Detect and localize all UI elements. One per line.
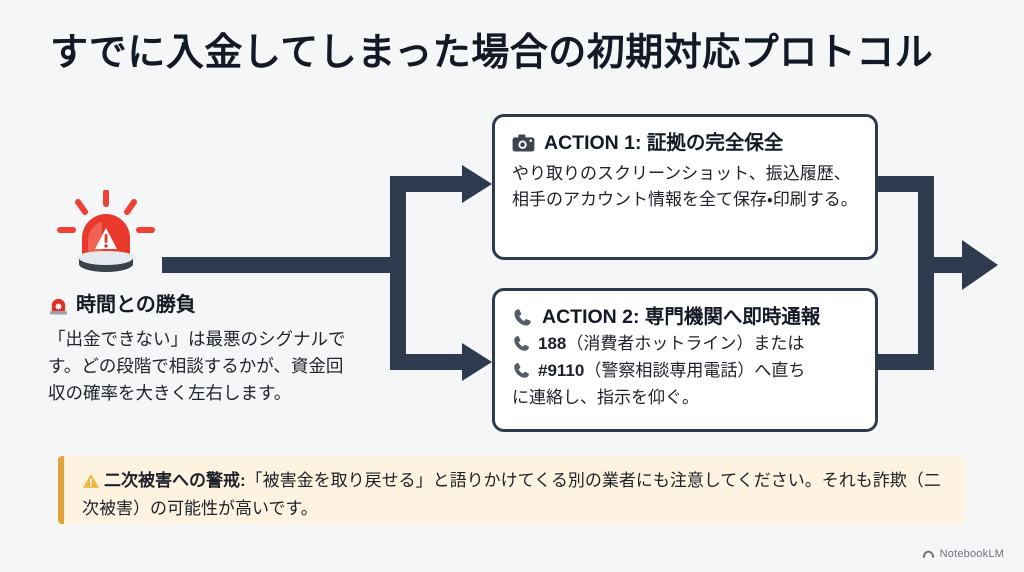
branch-down-arrowhead <box>462 343 492 381</box>
telephone-icon <box>514 336 529 351</box>
left-body-text: 「出金できない」は最悪のシグナルです。どの段階で相談するかが、資金回収の確率を大… <box>48 329 346 403</box>
action-card-2-tail: に連絡し、指示を仰ぐ。 <box>512 388 699 407</box>
hotline-text-1: （消費者ホットライン）または <box>566 334 805 353</box>
left-heading-label: 時間との勝負 <box>76 294 196 316</box>
merge-out-stem <box>918 257 966 273</box>
page-title: すでに入金してしまった場合の初期対応プロトコル <box>50 32 934 74</box>
siren-icon <box>49 298 68 314</box>
hotline-row-2: #9110（警察相談専用電話）へ直ち <box>512 357 858 384</box>
merge-up-stem <box>878 176 934 192</box>
notebooklm-logo-icon <box>922 550 934 558</box>
action-card-1-title-row: ACTION 1: 証拠の完全保全 <box>512 130 858 156</box>
action-card-1-title: ACTION 1: 証拠の完全保全 <box>544 132 784 154</box>
action-card-1[interactable]: ACTION 1: 証拠の完全保全 やり取りのスクリーンショット、振込履歴、相手… <box>492 114 878 260</box>
watermark-label: NotebookLM <box>939 548 1004 560</box>
hotline-row-1: 188（消費者ホットライン）または <box>512 330 858 357</box>
action-card-2-title-row: ACTION 2: 専門機関へ即時通報 <box>512 304 858 330</box>
action-card-2[interactable]: ACTION 2: 専門機関へ即時通報 188（消費者ホットライン）または #9… <box>492 288 878 432</box>
action-card-2-title: ACTION 2: 専門機関へ即時通報 <box>542 306 821 328</box>
telephone-icon <box>514 363 529 378</box>
left-summary-block: 時間との勝負 「出金できない」は最悪のシグナルです。どの段階で相談するかが、資金… <box>48 190 358 407</box>
left-heading: 時間との勝負 <box>48 292 358 318</box>
final-arrowhead <box>962 240 998 290</box>
secondary-damage-warning-banner: 二次被害への警戒:「被害金を取り戻せる」と語りかけてくる別の業者にも注意してくだ… <box>58 456 966 524</box>
merge-riser-segment <box>918 176 934 370</box>
telephone-icon <box>514 308 531 326</box>
hotline-number-1: 188 <box>538 334 567 353</box>
warning-label: 二次被害への警戒: <box>104 471 246 490</box>
branch-up-stem <box>390 176 465 192</box>
action-card-1-body: やり取りのスクリーンショット、振込履歴、相手のアカウント情報を全て保存・印刷する… <box>512 164 858 209</box>
notebooklm-watermark: NotebookLM <box>922 548 1004 560</box>
rotating-light-icon <box>54 190 158 276</box>
warning-body: 「被害金を取り戻せる」と語りかけてくる別の業者にも注意してください。それも詐欺（… <box>82 471 941 518</box>
branch-up-arrowhead <box>462 165 492 203</box>
hotline-text-2: （警察相談専用電話）へ直ち <box>584 361 806 380</box>
warning-banner-text: 二次被害への警戒:「被害金を取り戻せる」と語りかけてくる別の業者にも注意してくだ… <box>82 467 950 523</box>
branch-down-stem <box>390 354 465 370</box>
camera-icon <box>512 134 535 152</box>
hotline-number-2: #9110 <box>538 361 585 380</box>
warning-triangle-icon <box>83 474 99 488</box>
split-riser-segment <box>390 176 406 370</box>
merge-down-stem <box>878 354 934 370</box>
